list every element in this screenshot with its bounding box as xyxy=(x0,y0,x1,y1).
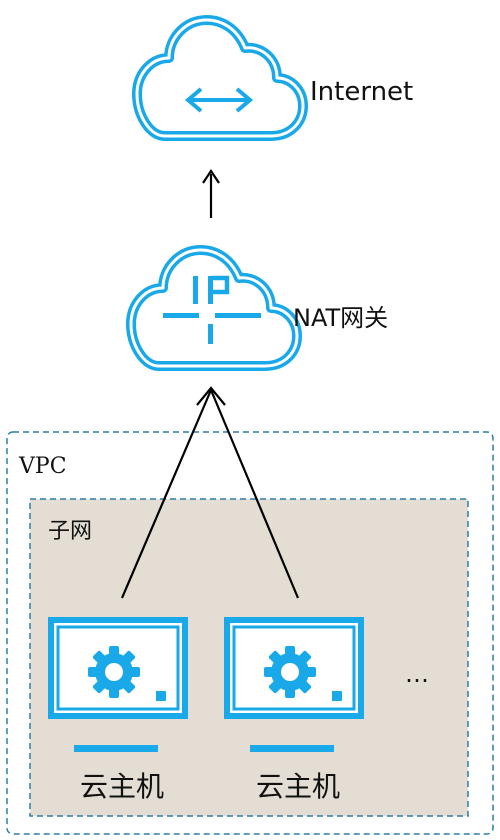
arrow-head-nat xyxy=(196,386,226,406)
nat-gateway-label: NAT网关 xyxy=(293,304,388,332)
arrow-host2-to-nat xyxy=(209,389,300,599)
internet-label: Internet xyxy=(310,77,413,107)
host-label: 云主机 xyxy=(256,770,340,803)
arrow-host1-to-nat xyxy=(120,389,213,599)
subnet-label: 子网 xyxy=(48,519,92,544)
host-label: 云主机 xyxy=(80,770,164,803)
vpc-label: VPC xyxy=(18,454,67,479)
cloud-arrows-icon xyxy=(137,20,303,136)
cloud-ip-icon xyxy=(131,250,297,366)
vpc-boundary xyxy=(6,431,494,835)
arrow-nat-to-internet xyxy=(202,169,220,218)
more-hosts-ellipsis: … xyxy=(405,660,429,688)
